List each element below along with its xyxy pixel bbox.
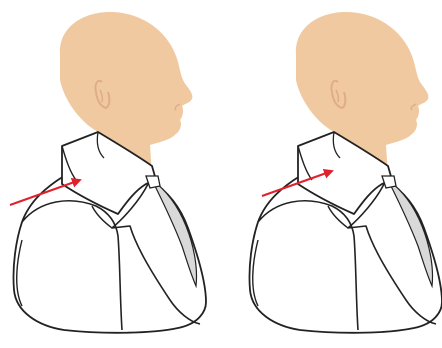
figure-left (10, 12, 206, 333)
figure-right (249, 12, 442, 333)
